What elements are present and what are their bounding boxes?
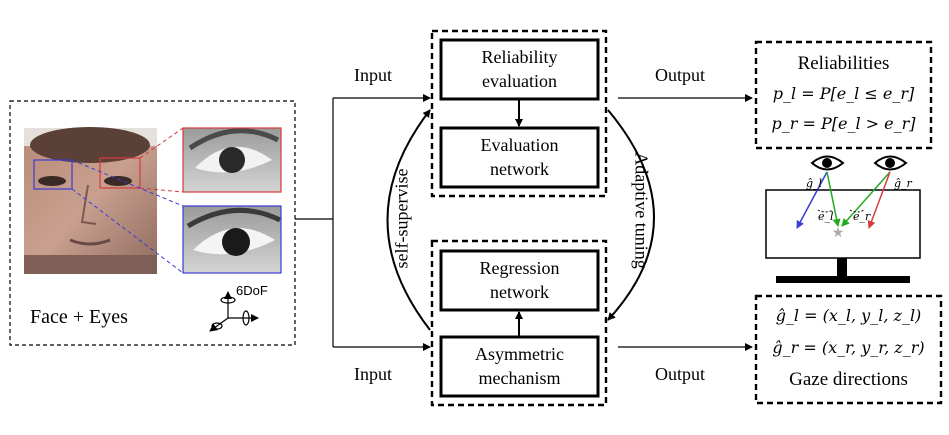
input-label-top: Input (354, 65, 392, 85)
target-star-icon: ★ (832, 225, 845, 241)
reliabilities-title: Reliabilities (797, 53, 890, 74)
gaze-left-vector: ĝ_l = (x_l, y_l, z_l) (775, 306, 922, 325)
gaze-left-ray (796, 171, 828, 229)
left-eye-icon (810, 155, 845, 171)
left-eye-crop (182, 205, 282, 274)
gaze-directions-box (754, 294, 943, 405)
left-eye-box (33, 159, 73, 190)
gaze-left-label: ĝ_l (806, 177, 823, 190)
6dof-label: 6DoF (236, 283, 268, 298)
input-label-bottom: Input (354, 364, 392, 384)
evaluation-group (430, 29, 608, 198)
face-photo (24, 127, 157, 274)
gaze-right-label: ĝ_r (894, 177, 912, 190)
gaze-left-true-ray (826, 171, 841, 227)
regression-group (430, 239, 608, 407)
error-right-label: e_r (853, 210, 871, 223)
gaze-right-ray (867, 171, 891, 229)
right-eye-icon (873, 155, 908, 171)
regression-network-box (439, 249, 600, 312)
face-eyes-caption: Face + Eyes (30, 306, 128, 328)
error-left-label: e_l (818, 210, 834, 223)
output-label-top: Output (655, 65, 706, 85)
reliability-right-formula: p_r = P[e_l > e_r] (771, 114, 916, 133)
input-panel (9, 100, 296, 346)
evaluation-network-box (439, 126, 600, 189)
monitor-illustration: ★ (765, 155, 921, 283)
right-eye-box (99, 157, 141, 189)
right-eye-crop (182, 127, 282, 193)
gaze-directions-title: Gaze directions (789, 369, 908, 390)
adaptive-tuning-arrow (607, 109, 655, 321)
6dof-axes-icon (209, 291, 259, 332)
output-label-bottom: Output (655, 364, 706, 384)
self-supervise-arrow (386, 109, 431, 331)
reliability-left-formula: p_l = P[e_l ≤ e_r] (772, 84, 915, 103)
gaze-right-vector: ĝ_r = (x_r, y_r, z_r) (772, 338, 925, 357)
gaze-right-true-ray (841, 171, 891, 227)
adaptive-tuning-label: Adaptive tuning (631, 152, 652, 269)
self-supervise-label: self-supervise (391, 168, 412, 269)
